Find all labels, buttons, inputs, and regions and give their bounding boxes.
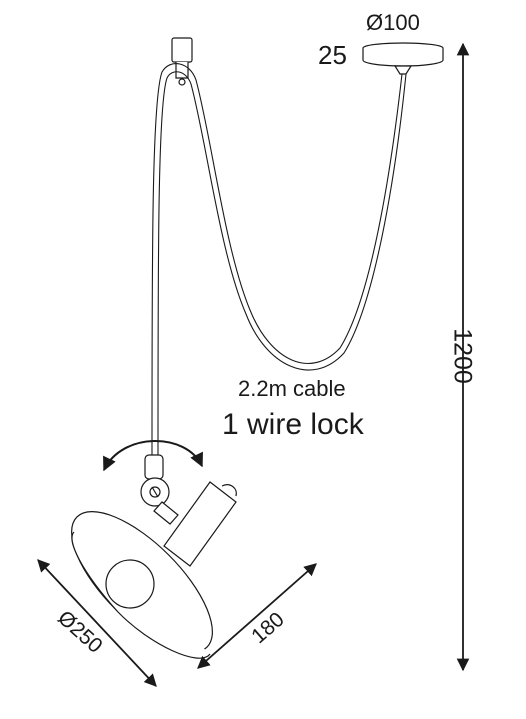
wire-lock-label: 1 wire lock [222, 408, 364, 441]
cable-length-label: 2.2m cable [238, 376, 346, 401]
rotation-arrow [103, 440, 203, 472]
ceiling-canopy [362, 42, 444, 75]
canopy-height-label: 25 [318, 40, 347, 70]
total-height-label: 1200 [448, 328, 477, 384]
suspension-cable [151, 63, 407, 456]
wire-lock-joint [140, 454, 170, 507]
shade-depth-dimension-line [197, 563, 317, 669]
shade-diameter-dimension-line [37, 559, 157, 687]
hook-anchor [171, 37, 193, 86]
canopy-diameter-label: Ø100 [366, 10, 420, 35]
